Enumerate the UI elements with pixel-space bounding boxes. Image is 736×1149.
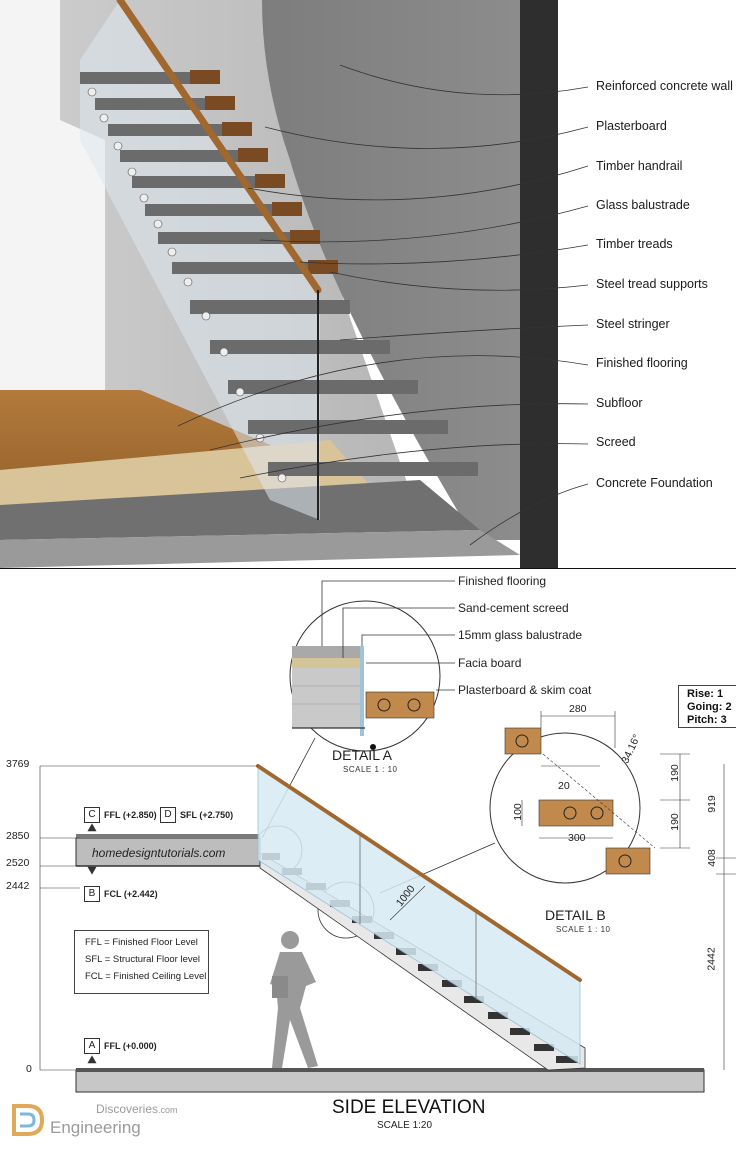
spec-pitch-value: 3: [720, 714, 727, 726]
spec-going-label: Going:: [687, 701, 723, 713]
detail-b-scale: SCALE 1 : 10: [556, 925, 611, 934]
right-dim-408: 408: [705, 849, 718, 867]
legend-sfl: SFL = Structural Floor level: [85, 954, 201, 965]
callout-plasterboard: Plasterboard: [596, 119, 667, 133]
callout-glass-balustrade: Glass balustrade: [596, 198, 690, 212]
elevation-scale: SCALE 1:20: [377, 1120, 433, 1131]
detail-b-rise-b: 190: [668, 813, 681, 831]
detail-b-tread: 300: [568, 832, 586, 844]
spec-rise-value: 1: [716, 688, 724, 700]
detail-b-thickness: 100: [511, 803, 524, 821]
brand-line2: Engineering: [50, 1118, 141, 1137]
detail-b-section: [504, 727, 656, 875]
level-2442: 2442: [6, 880, 30, 892]
brand-line1: Discoveries: [96, 1102, 159, 1116]
side-elevation-drawing: homedesigntutorials.com Finished floorin…: [0, 568, 736, 1149]
brand-line1-suffix: .com: [158, 1105, 178, 1115]
detail-b-gap: 20: [558, 780, 570, 792]
callout-finished-flooring: Finished flooring: [596, 356, 688, 370]
detail-a-label-facia: Facia board: [458, 656, 522, 670]
marker-d-box: D: [160, 807, 176, 823]
spec-box: Rise: 1 Going: 2 Pitch: 3: [678, 685, 736, 728]
render-graphic: [0, 0, 736, 568]
brand-mark-icon: [12, 1104, 45, 1136]
marker-a-box: A: [84, 1038, 100, 1054]
level-3769: 3769: [6, 758, 30, 770]
detail-a-scale: SCALE 1 : 10: [343, 765, 398, 774]
callout-concrete-foundation: Concrete Foundation: [596, 476, 713, 490]
right-dim-2442: 2442: [705, 947, 718, 971]
stair-render: Reinforced concrete wall Plasterboard Ti…: [0, 0, 736, 568]
marker-a-text: FFL (+0.000): [104, 1041, 157, 1051]
marker-c-box: C: [84, 807, 100, 823]
detail-b-going: 280: [569, 703, 587, 715]
marker-b-box: B: [84, 886, 100, 902]
treads: [80, 72, 478, 476]
marker-c-text: FFL (+2.850): [104, 810, 157, 820]
marker-d-text: SFL (+2.750): [180, 810, 234, 820]
callout-timber-treads: Timber treads: [596, 237, 673, 251]
level-0: 0: [26, 1063, 32, 1075]
spec-going-value: 2: [725, 701, 732, 713]
detail-b-title: DETAIL B: [545, 907, 606, 923]
legend-ffl: FFL = Finished Floor Level: [85, 937, 198, 948]
callout-subfloor: Subfloor: [596, 396, 643, 410]
person-silhouette: [270, 931, 318, 1068]
drawing-graphic: homedesigntutorials.com: [0, 568, 736, 1093]
level-2520: 2520: [6, 857, 30, 869]
detail-b-rise-a: 190: [668, 764, 681, 782]
brand-logo: Discoveries.com Engineering: [8, 1100, 208, 1144]
elevation-title: SIDE ELEVATION: [332, 1097, 486, 1118]
level-2850: 2850: [6, 830, 30, 842]
marker-b-text: FCL (+2.442): [104, 889, 158, 899]
right-dim-919: 919: [705, 795, 718, 813]
legend-fcl: FCL = Finished Ceiling Level: [85, 971, 207, 982]
spec-pitch-label: Pitch:: [687, 714, 718, 726]
callout-timber-handrail: Timber handrail: [596, 159, 683, 173]
detail-a-label-glass: 15mm glass balustrade: [458, 628, 583, 642]
detail-a-label-screed: Sand-cement screed: [458, 601, 569, 615]
callout-steel-stringer: Steel stringer: [596, 317, 670, 331]
detail-a-label-finished-flooring: Finished flooring: [458, 574, 547, 588]
detail-a-label-plasterboard: Plasterboard & skim coat: [458, 683, 592, 697]
callout-screed: Screed: [596, 435, 636, 449]
watermark: homedesigntutorials.com: [92, 846, 225, 860]
detail-a-title: DETAIL A: [332, 747, 392, 763]
spec-rise-label: Rise:: [687, 688, 714, 700]
abbreviation-legend: FFL = Finished Floor Level SFL = Structu…: [74, 930, 209, 994]
callout-steel-tread-supports: Steel tread supports: [596, 277, 708, 291]
callout-concrete-wall: Reinforced concrete wall: [596, 79, 733, 93]
